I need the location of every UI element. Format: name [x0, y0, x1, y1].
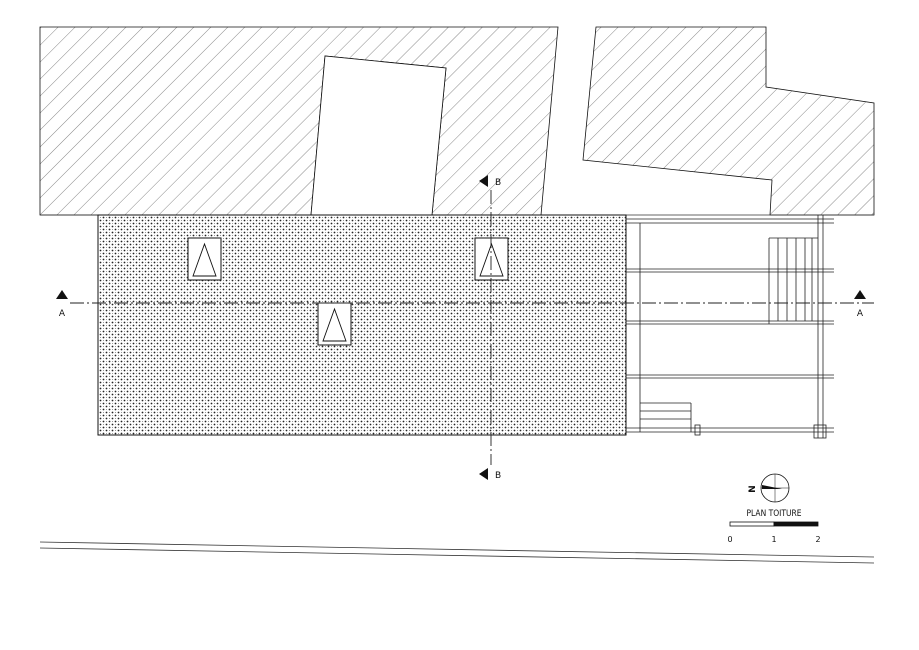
- skylight: [317, 302, 352, 346]
- courtyard-void: [310, 55, 447, 216]
- skylight: [474, 237, 509, 281]
- scale-tick-0: 0: [727, 535, 732, 544]
- section-arrow-icon: [479, 175, 488, 187]
- scale-tick-1: 1: [771, 535, 776, 544]
- section-label-a-right: A: [857, 309, 864, 319]
- section-marker-a-left: A: [56, 290, 68, 319]
- section-marker-b-bottom: B: [479, 468, 501, 481]
- north-arrow-icon: N: [746, 473, 790, 503]
- section-arrow-icon: [56, 290, 68, 299]
- neighbour-buildings: [39, 26, 875, 216]
- neighbour-left: [39, 26, 559, 216]
- pergola-terrace: [626, 215, 834, 439]
- scale-tick-2: 2: [815, 535, 820, 544]
- section-arrow-icon: [479, 468, 488, 480]
- section-label-a-left: A: [59, 309, 66, 319]
- section-marker-b-top: B: [479, 175, 501, 188]
- skylights: [187, 237, 509, 346]
- section-marker-a-right: A: [854, 290, 866, 319]
- neighbour-right: [582, 26, 875, 216]
- section-label-b-top: B: [495, 178, 501, 188]
- north-label: N: [746, 485, 756, 493]
- section-arrow-icon: [854, 290, 866, 299]
- tiled-roof: [97, 214, 627, 436]
- section-label-b-bottom: B: [495, 471, 501, 481]
- scale-bar: 0 1 2: [727, 521, 821, 544]
- section-lines: [70, 190, 874, 465]
- drawing-title: PLAN TOITURE: [747, 509, 802, 519]
- skylight: [187, 237, 222, 281]
